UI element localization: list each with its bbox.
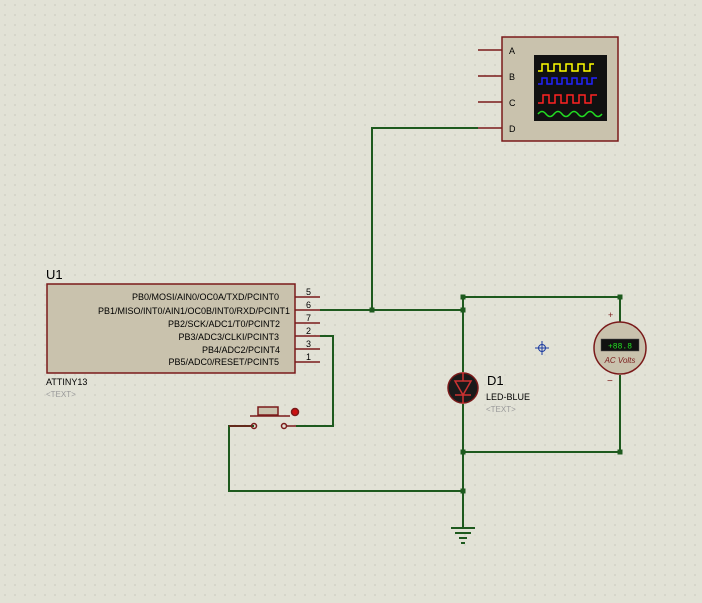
scope-trace-d — [537, 110, 603, 118]
wire-button-ground[interactable] — [228, 425, 463, 492]
led-text-placeholder: <TEXT> — [486, 405, 516, 414]
scope-trace-c — [538, 94, 597, 104]
ground-symbol[interactable] — [451, 527, 475, 544]
mcu-text-placeholder: <TEXT> — [46, 390, 76, 399]
button-contact-left — [250, 422, 258, 430]
vm-label: AC Volts — [604, 356, 636, 365]
led-d1[interactable]: D1 LED-BLUE <TEXT> — [447, 372, 530, 414]
scope-trace-a — [538, 63, 594, 72]
push-button[interactable] — [229, 406, 300, 430]
scope-channel-d: D — [509, 124, 516, 134]
led-ref: D1 — [487, 373, 504, 388]
mcu-pin-label-pb0: PB0/MOSI/AIN0/OC0A/TXD/PCINT0 — [132, 292, 279, 302]
mcu-body[interactable] — [46, 283, 296, 374]
vm-display — [600, 338, 640, 352]
junction-dot — [460, 449, 466, 455]
mcu-pin-num-5: 5 — [306, 287, 311, 297]
junction-dot — [369, 307, 375, 313]
mcu-pin-label-pb5: PB5/ADC0/RESET/PCINT5 — [168, 357, 279, 367]
mcu-pin-num-1: 1 — [306, 352, 311, 362]
mcu-part: ATTINY13 — [46, 377, 87, 387]
junction-dot — [617, 449, 623, 455]
oscilloscope-traces — [537, 63, 603, 118]
scope-channel-b: B — [509, 72, 515, 82]
junction-dot — [460, 294, 466, 300]
ac-voltmeter[interactable]: +88.8 AC Volts + − — [593, 297, 647, 387]
oscilloscope-screen — [534, 55, 607, 121]
microcontroller-u1[interactable]: U1 PB0/MOSI/AIN0/OC0A/TXD/PCINT0 PB1/MIS… — [46, 267, 320, 399]
mcu-pin-label-pb4: PB4/ADC2/PCINT4 — [202, 345, 280, 355]
button-actuator-dot[interactable] — [290, 407, 300, 417]
vm-plus: + — [608, 310, 613, 320]
scope-trace-b — [538, 77, 597, 85]
scope-channel-c: C — [509, 98, 516, 108]
vm-minus: − — [607, 376, 613, 387]
vm-display-value: +88.8 — [608, 343, 632, 352]
wire-top-rail[interactable] — [462, 296, 621, 322]
mcu-ref: U1 — [46, 267, 63, 282]
mcu-pin-num-6: 6 — [306, 300, 311, 310]
led-part: LED-BLUE — [486, 392, 530, 402]
mcu-pin-num-2: 2 — [306, 326, 311, 336]
mcu-pin-label-pb2: PB2/SCK/ADC1/T0/PCINT2 — [168, 319, 280, 329]
mcu-pin-label-pb3: PB3/ADC3/CLKI/PCINT3 — [178, 332, 279, 342]
scope-channel-a: A — [509, 46, 515, 56]
button-cap[interactable] — [257, 406, 279, 416]
button-contact-right — [280, 422, 288, 430]
oscilloscope-pins — [478, 49, 502, 129]
oscilloscope[interactable]: A B C D — [478, 36, 619, 142]
junction-dot — [460, 488, 466, 494]
wire-pb3[interactable] — [296, 335, 334, 427]
crosshair-cursor-icon — [535, 341, 549, 355]
mcu-pin-label-pb1: PB1/MISO/INT0/AIN1/OC0B/INT0/RXD/PCINT1 — [98, 306, 290, 316]
mcu-pin-stubs — [295, 296, 320, 363]
wire-scope-d[interactable] — [371, 127, 478, 310]
junction-dot — [460, 307, 466, 313]
mcu-pin-num-3: 3 — [306, 339, 311, 349]
mcu-pin-num-7: 7 — [306, 313, 311, 323]
